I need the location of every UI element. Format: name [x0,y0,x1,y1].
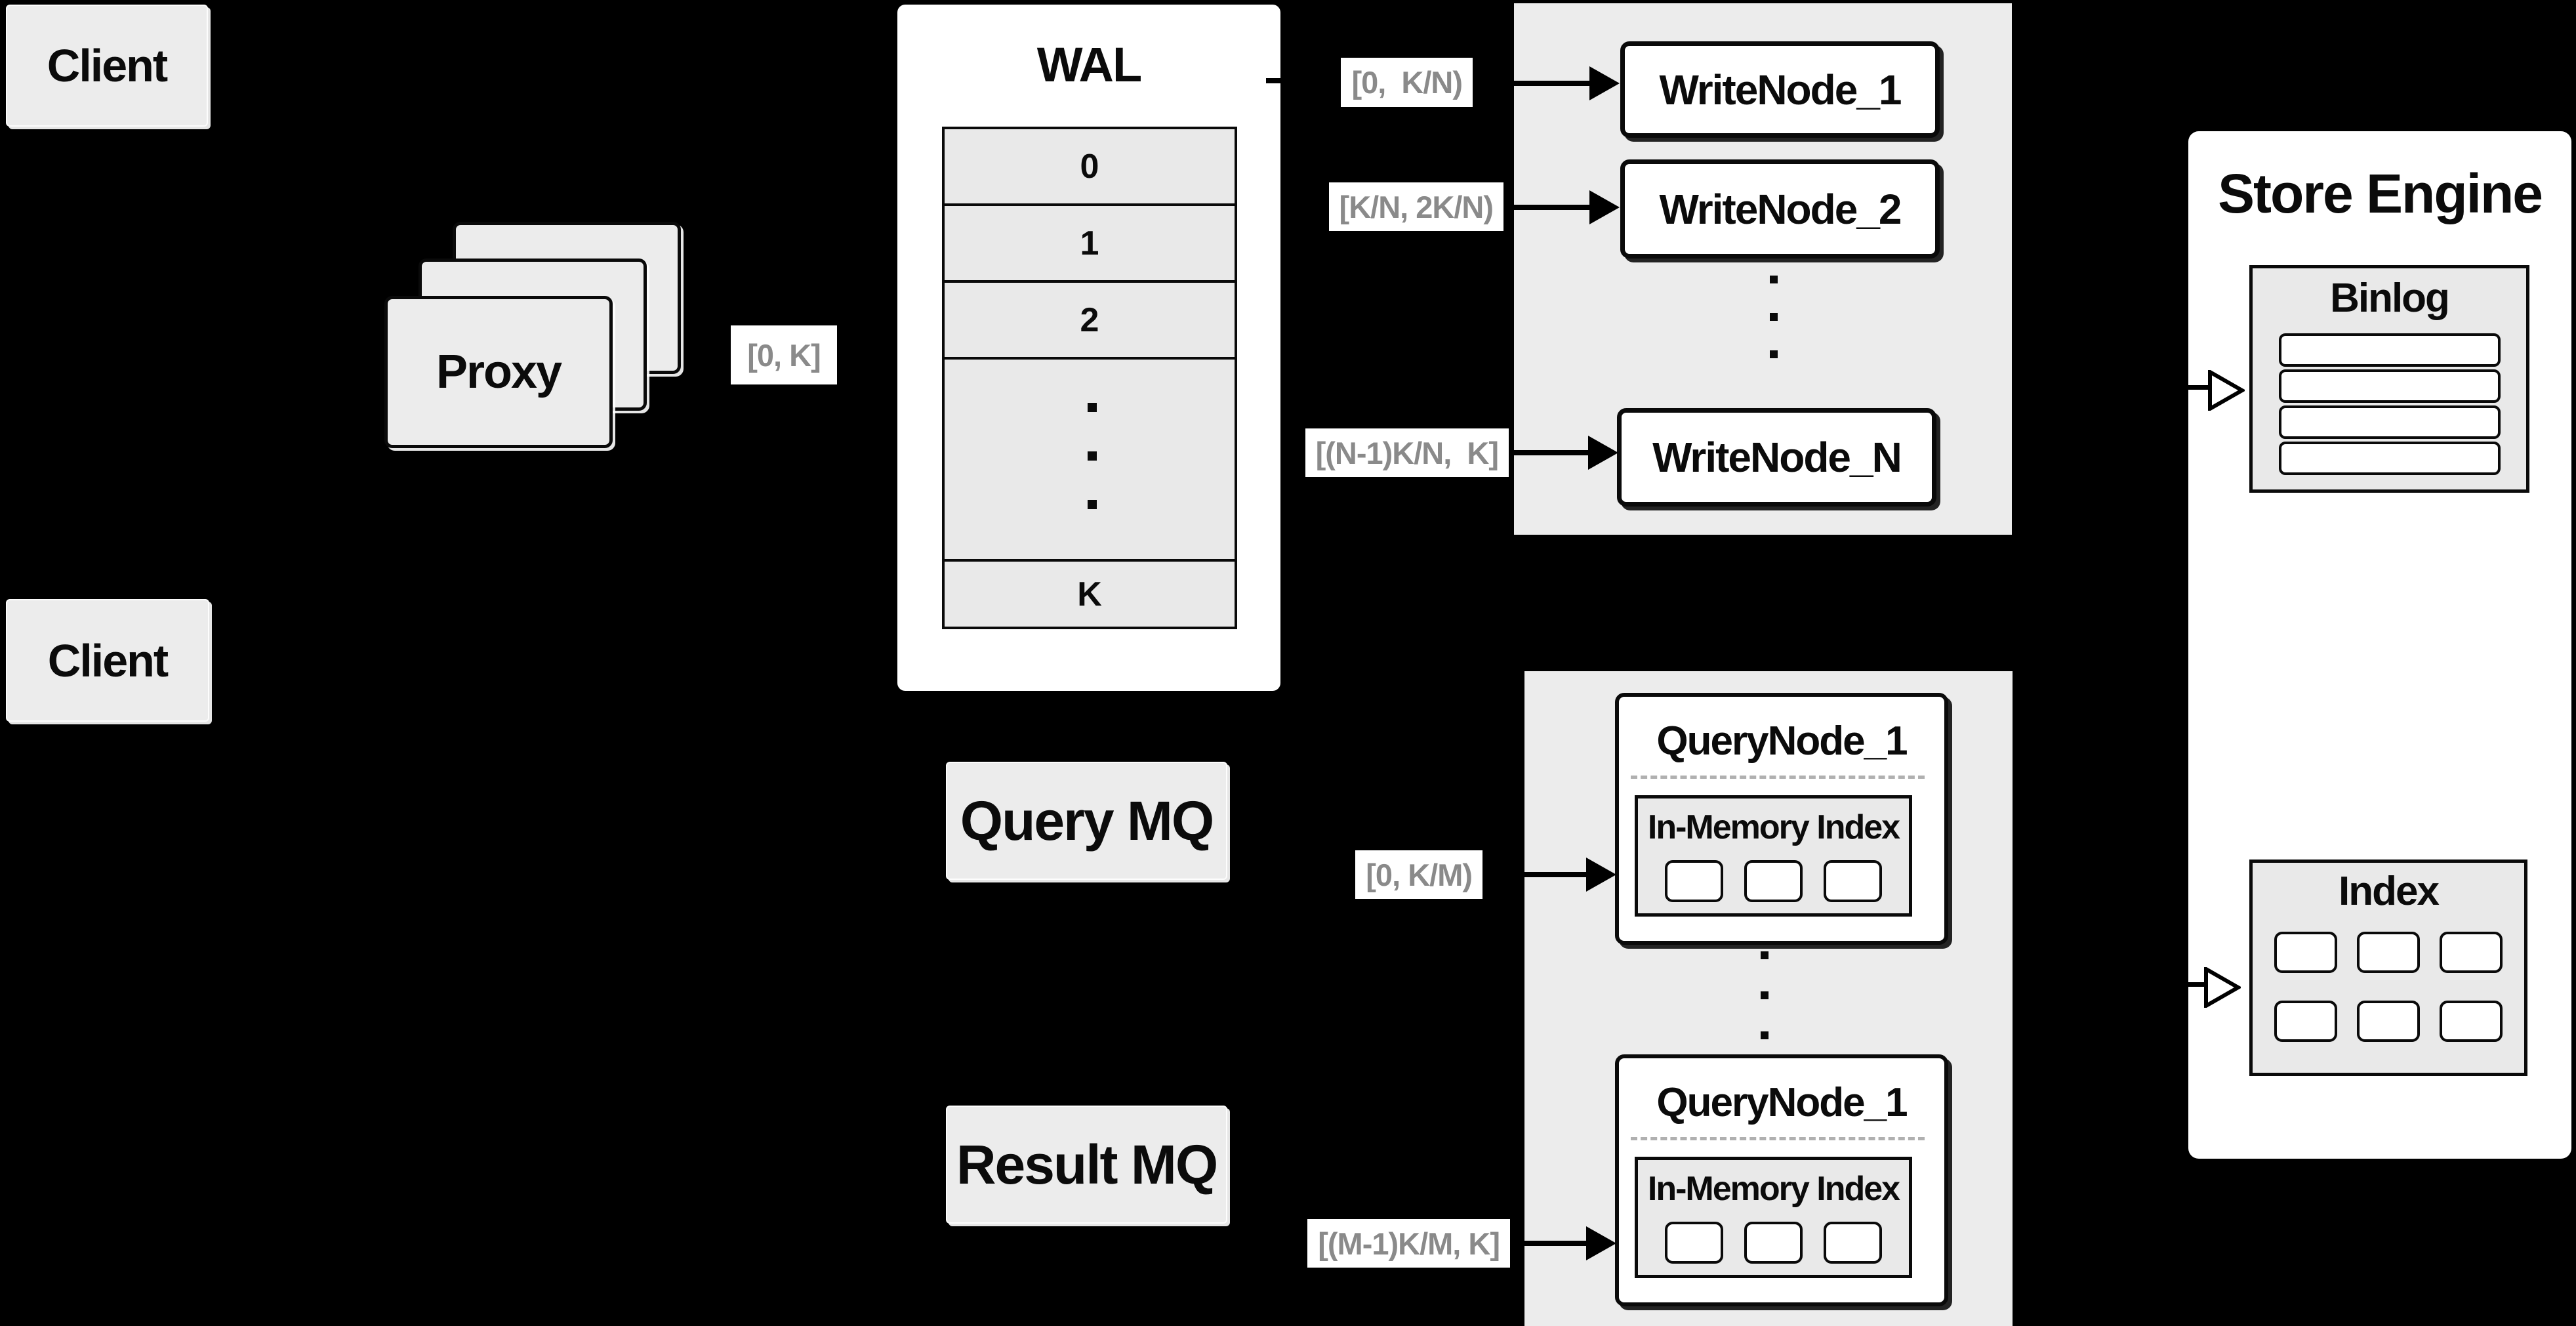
store-engine-title: Store Engine [2217,162,2543,224]
chip-write-range-1: [0, K/N) [1341,58,1473,107]
in-memory-index-title: In-Memory Index [1647,1170,1900,1208]
index-cell [2357,932,2420,973]
wal-row-1: 1 [942,203,1237,283]
write-node-2: WriteNode_2 [1620,159,1940,259]
client-top-label: Client [47,40,168,91]
binlog-row [2278,369,2501,403]
in-memory-index-box-bottom: In-Memory Index [1635,1157,1912,1278]
in-memory-index-title: In-Memory Index [1647,808,1900,846]
hollow-arrowhead-icon [2208,370,2245,411]
wal-ellipsis-dot [1088,500,1097,509]
write-node-1-label: WriteNode_1 [1659,66,1902,114]
binlog-title: Binlog [2330,276,2450,321]
chip-proxy-range: [0, K] [731,325,837,384]
memory-segment [1665,1222,1723,1264]
binlog-row [2278,442,2501,475]
chip-write-range-2: [K/N, 2K/N) [1328,182,1503,231]
wal-ellipsis-dot [1088,451,1097,461]
wal-log-table: 0 1 2 K [942,127,1237,629]
memory-segment [1824,1222,1882,1264]
chip-query-range-bottom: [(M-1)K/M, K] [1307,1219,1510,1268]
chip-write-range-n: [(N-1)K/N, K] [1305,428,1509,477]
binlog-row [2278,333,2501,367]
query-node-top: QueryNode_1 In-Memory Index [1615,693,1948,945]
query-ellipsis-dot [1761,1031,1768,1039]
memory-segment [1824,860,1882,902]
memory-segment [1744,860,1803,902]
binlog-row [2278,405,2501,439]
client-top-box: Client [6,5,208,127]
write-ellipsis-dot [1770,276,1778,283]
index-cell [2274,1001,2337,1042]
query-node-bottom-divider [1631,1137,1925,1140]
index-cell [2440,1001,2503,1042]
in-memory-index-box-top: In-Memory Index [1635,795,1912,917]
index-box: Index [2249,860,2527,1076]
wal-ellipsis-dot [1088,403,1097,412]
write-ellipsis-dot [1770,313,1778,321]
write-ellipsis-dot [1770,350,1778,358]
index-cell [2274,932,2337,973]
query-mq-box: Query MQ [946,762,1227,880]
wal-row-2: 2 [942,280,1237,360]
wal-row-k: K [942,559,1237,629]
write-node-2-label: WriteNode_2 [1659,185,1902,233]
wal-arrow-stub [1266,78,1283,83]
write-node-n-label: WriteNode_N [1652,434,1902,481]
write-node-n: WriteNode_N [1617,408,1936,507]
query-node-bottom: QueryNode_1 In-Memory Index [1615,1054,1948,1306]
memory-segment [1665,860,1723,902]
hollow-arrowhead-icon [2204,967,2241,1008]
query-ellipsis-dot [1761,951,1768,959]
query-ellipsis-dot [1761,991,1768,999]
wal-title: WAL [1036,37,1142,92]
index-cell [2357,1001,2420,1042]
proxy-label: Proxy [436,346,562,398]
chip-query-range-top: [0, K/M) [1355,850,1482,899]
wal-ellipsis-cell [942,357,1237,562]
client-bottom-box: Client [6,599,209,722]
memory-segment [1744,1222,1803,1264]
wal-row-0: 0 [942,127,1237,206]
query-node-top-divider [1631,776,1925,779]
write-node-1: WriteNode_1 [1620,41,1940,138]
query-node-top-title: QueryNode_1 [1656,718,1908,764]
binlog-box: Binlog [2249,265,2529,493]
index-title: Index [2339,869,2440,914]
proxy-box-front: Proxy [384,296,613,448]
index-cell [2440,932,2503,973]
client-bottom-label: Client [47,634,169,686]
result-mq-label: Result MQ [956,1133,1218,1195]
result-mq-box: Result MQ [946,1106,1227,1224]
query-node-bottom-title: QueryNode_1 [1656,1080,1908,1125]
query-mq-label: Query MQ [960,789,1214,852]
